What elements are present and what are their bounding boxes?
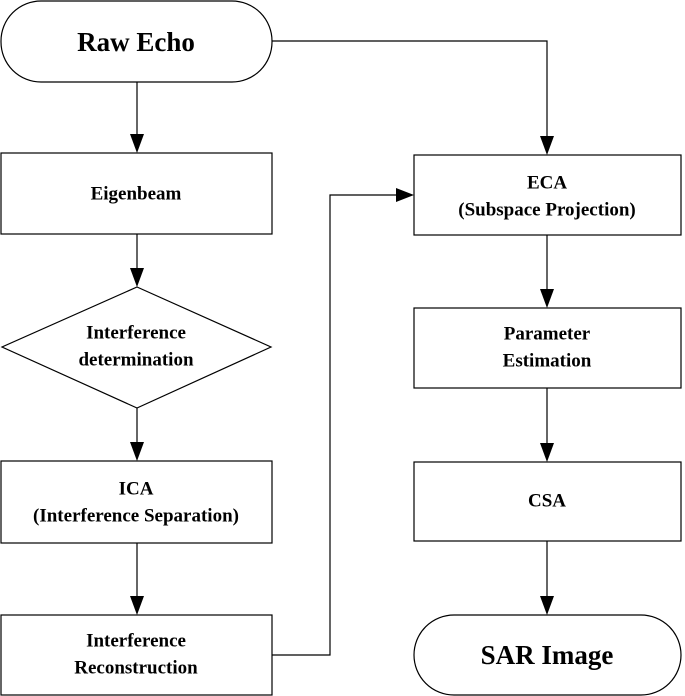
interference-reconstruction-label-line2: Reconstruction	[74, 658, 198, 679]
node-ica: ICA (Interference Separation)	[0, 460, 273, 544]
node-interference-reconstruction: Interference Reconstruction	[0, 614, 273, 696]
interference-determination-label-line2: determination	[78, 350, 193, 371]
edge-raw-echo-to-eca	[272, 40, 554, 155]
raw-echo-label: Raw Echo	[77, 27, 195, 57]
edge-reconstruction-to-eca	[272, 188, 414, 656]
ica-label-line2: (Interference Separation)	[33, 506, 239, 527]
interference-reconstruction-label-line1: Interference	[86, 631, 186, 652]
edge-raw-echo-to-eigenbeam	[130, 82, 144, 153]
node-eigenbeam: Eigenbeam	[0, 152, 273, 235]
edge-parameter-to-csa	[540, 388, 554, 462]
node-parameter-estimation: Parameter Estimation	[413, 307, 682, 389]
node-sar-image: SAR Image	[413, 614, 682, 696]
sar-image-label: SAR Image	[481, 640, 614, 670]
parameter-estimation-label-line1: Parameter	[504, 324, 591, 345]
csa-label: CSA	[528, 491, 566, 512]
node-interference-determination: Interference determination	[0, 286, 273, 409]
connectors	[130, 40, 554, 656]
node-eca: ECA (Subspace Projection)	[413, 154, 682, 236]
edge-ica-to-reconstruction	[130, 543, 144, 615]
eca-label-line2: (Subspace Projection)	[458, 200, 636, 221]
edge-eca-to-parameter	[540, 235, 554, 308]
interference-determination-label-line1: Interference	[86, 323, 186, 344]
ica-label-line1: ICA	[119, 479, 154, 500]
eca-label-line1: ECA	[527, 173, 567, 194]
edge-eigenbeam-to-determination	[130, 234, 144, 287]
parameter-estimation-label-line2: Estimation	[503, 351, 592, 372]
node-csa: CSA	[413, 461, 682, 542]
node-raw-echo: Raw Echo	[0, 0, 273, 83]
eigenbeam-label: Eigenbeam	[91, 184, 182, 205]
edge-determination-to-ica	[130, 408, 144, 461]
edge-csa-to-sar-image	[540, 541, 554, 615]
